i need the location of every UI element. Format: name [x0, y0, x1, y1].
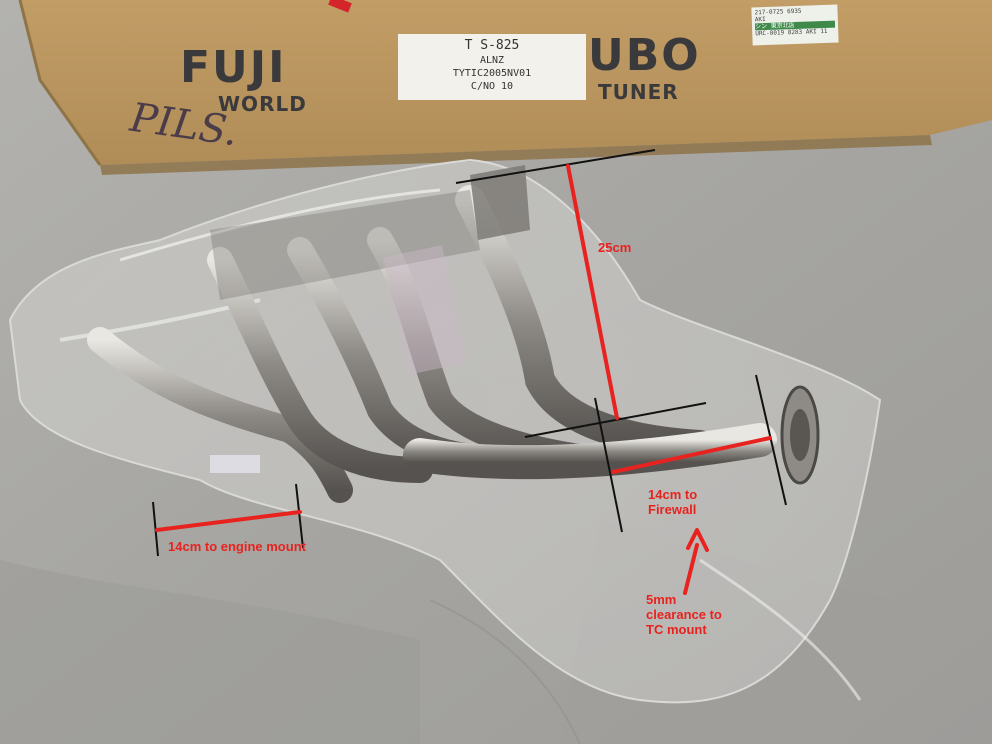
height-measure-line: [566, 164, 619, 420]
clearance-annotation-line3: TC mount: [646, 622, 707, 637]
exhaust-header: [87, 165, 820, 503]
firewall-annotation-line1: 14cm to: [648, 487, 698, 502]
brand-tagline-left: WORLD: [218, 92, 307, 116]
engine-mount-measure-line: [155, 510, 302, 532]
brand-tagline-right: TUNER: [598, 80, 679, 104]
box-label-line4: C/NO 10: [470, 81, 514, 92]
clearance-annotation-line2: clearance to: [646, 607, 722, 622]
box-label-line1: T S-825: [464, 38, 520, 53]
shipping-sticker: 217-0725 6935 AKI シン 東京北店 URC-0019 8283 …: [751, 4, 839, 46]
brand-logo-right: UBO: [588, 30, 701, 81]
box-label-line3: TYTIC2005NV01: [452, 68, 532, 79]
clearance-arrow-head: [686, 528, 709, 552]
brand-logo-left: FUJI: [180, 42, 287, 93]
clearance-annotation: 5mm clearance to TC mount: [646, 592, 722, 637]
height-annotation: 25cm: [598, 240, 632, 255]
clearance-arrow-shaft: [683, 543, 699, 595]
measurement-lines: [155, 164, 772, 595]
sticker-line4: URC-0019 8283 AKI 11: [755, 27, 828, 38]
firewall-annotation: 14cm to Firewall: [648, 487, 697, 517]
clearance-annotation-line1: 5mm: [646, 592, 677, 607]
firewall-annotation-line2: Firewall: [648, 502, 697, 517]
box-label-line2: ALNZ: [479, 55, 505, 66]
box-label: T S-825 ALNZ TYTIC2005NV01 C/NO 10: [398, 34, 586, 100]
engine-mount-annotation: 14cm to engine mount: [168, 539, 306, 554]
firewall-measure-line: [611, 436, 772, 474]
